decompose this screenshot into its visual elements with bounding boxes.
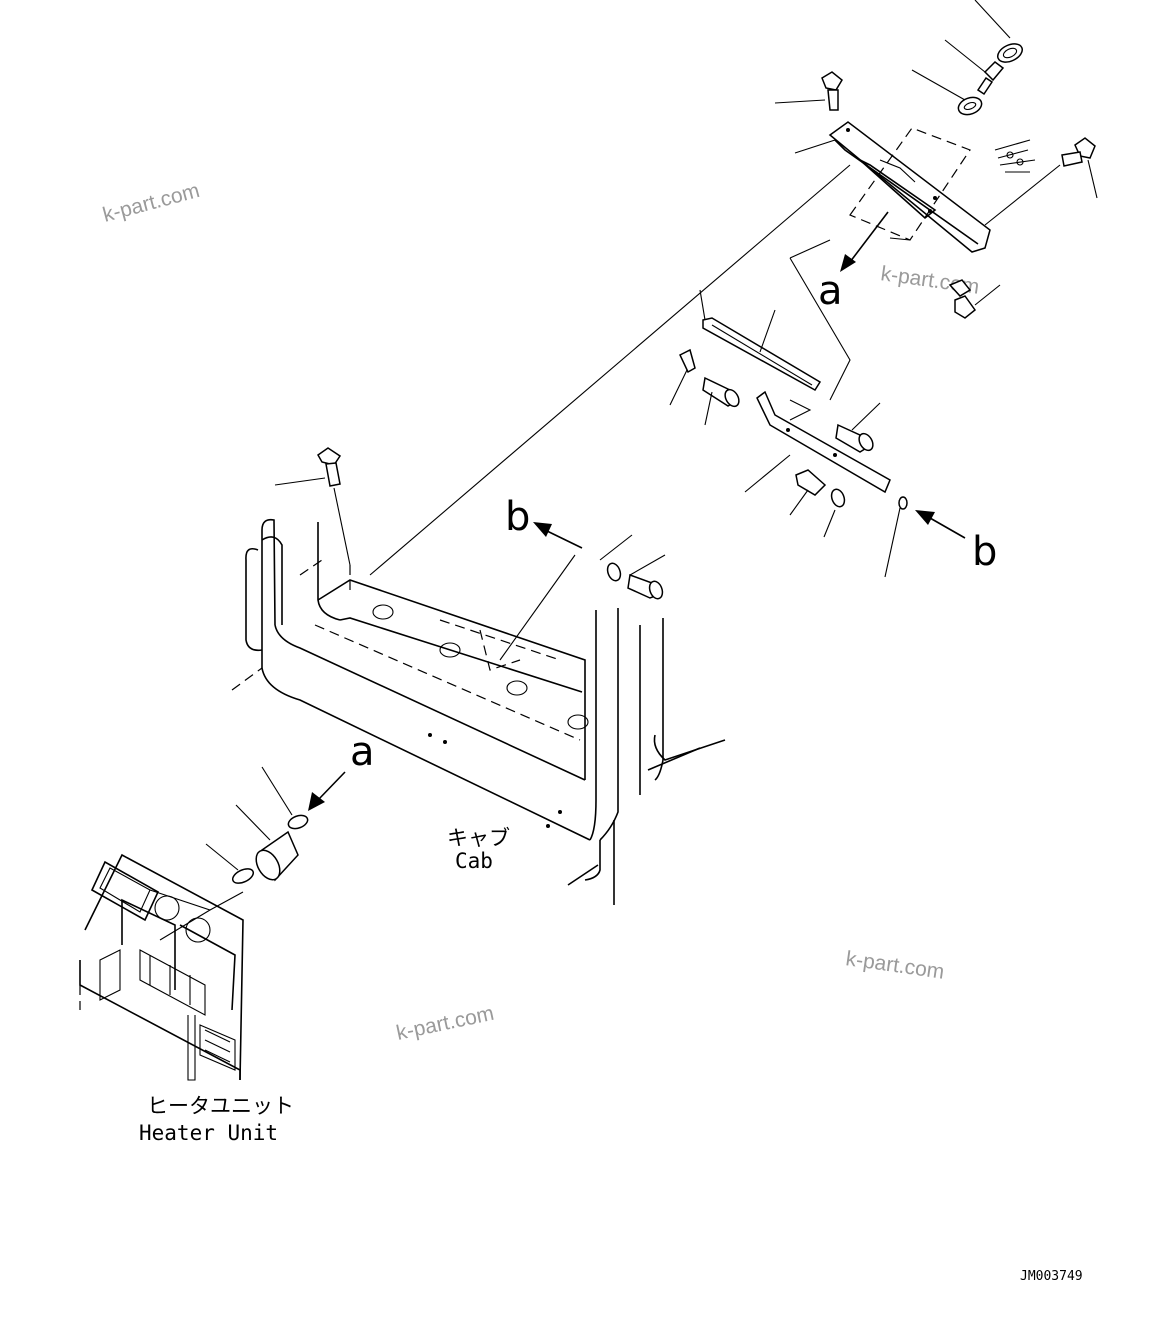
arrow-a-upper [840, 211, 889, 272]
washer-lower-mid [830, 488, 846, 508]
bolt-lower-right [948, 279, 977, 319]
clamp-top [996, 43, 1024, 63]
bolt-right [1061, 137, 1096, 167]
hose-clamp-upper [287, 814, 309, 830]
watermark-bottom-right: k-part.com [844, 947, 945, 984]
bolt-cab-top [317, 447, 351, 566]
duct-cover-plate [828, 121, 991, 253]
long-bracket [699, 289, 822, 392]
hose [255, 830, 299, 882]
arrow-b-left [533, 522, 583, 549]
view-marker-a-lower: a [350, 729, 375, 775]
view-marker-a-upper: a [818, 268, 843, 314]
heater-label-jp: ヒータユニット [147, 1094, 294, 1118]
angle-bracket [756, 390, 891, 494]
callout-leaders [205, 0, 1098, 871]
bracket-cluster [994, 139, 1036, 173]
cab-label-jp: キャブ [447, 826, 510, 850]
clip-small [679, 348, 696, 374]
washer-cab [606, 562, 622, 582]
arrow-b-right [915, 510, 966, 539]
cab-label-en: Cab [455, 849, 493, 873]
heater-unit-drawing [79, 853, 244, 1081]
watermark-top-left: k-part.com [100, 179, 202, 227]
small-bolt-top [976, 61, 1005, 96]
view-marker-b-right: b [972, 529, 997, 575]
bolt-mid-left [702, 376, 740, 408]
bolt-mid-right [835, 423, 874, 453]
hose-clamp-lower [231, 868, 255, 884]
watermark-bottom-left: k-part.com [394, 1002, 496, 1045]
cab-frame [231, 164, 851, 905]
grommet-top [957, 96, 983, 116]
bolt-cab-mid [627, 573, 664, 600]
bolt-lower-mid [795, 469, 827, 496]
drawing-code: JM003749 [1020, 1269, 1083, 1284]
heater-label-en: Heater Unit [139, 1121, 278, 1145]
nut-small [898, 496, 908, 510]
arrow-a-lower [308, 771, 346, 811]
view-marker-b-left: b [505, 494, 530, 540]
bolt-upper-left [821, 71, 843, 111]
